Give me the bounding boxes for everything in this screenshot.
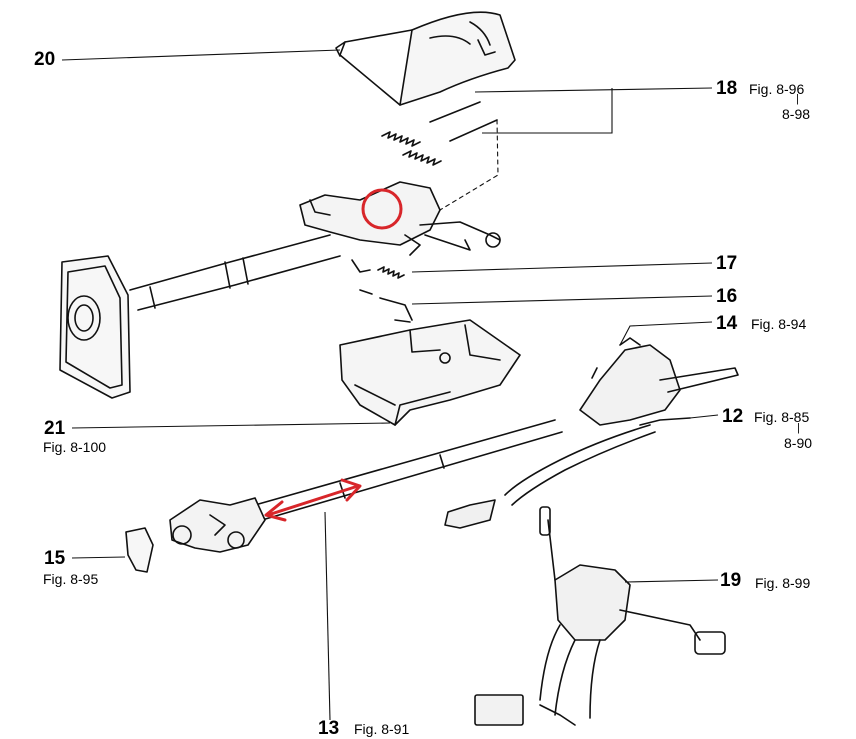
callout-19-figure: Fig. 8-99	[755, 575, 811, 591]
callout-19-number: 19	[720, 570, 742, 591]
column-bracket-part	[299, 181, 501, 273]
leader-17	[411, 262, 713, 273]
leader-20	[61, 49, 341, 61]
cover-springs-part	[381, 101, 498, 166]
small-plate-part	[125, 527, 154, 573]
universal-joint-part	[169, 497, 266, 553]
leader-18b	[482, 88, 613, 134]
callout-17-number: 17	[716, 253, 738, 274]
callout-12-number: 12	[722, 406, 744, 427]
callout-21-number: 21	[44, 418, 66, 439]
bolt-clip-part	[359, 289, 413, 323]
column-switch-housing-part	[579, 337, 739, 426]
callout-18-figure: Fig. 8-96	[749, 81, 805, 97]
callout-15-number: 15	[44, 548, 66, 569]
leader-18a	[474, 87, 713, 93]
highlight-circle	[361, 188, 403, 230]
steering-column-tube-part	[129, 234, 341, 311]
leader-19	[624, 579, 719, 583]
lower-column-cover-part	[339, 319, 521, 426]
leader-21	[71, 422, 391, 429]
callout-14-number: 14	[716, 313, 738, 334]
callout-18-number: 18	[716, 78, 738, 99]
callout-14-figure: Fig. 8-94	[751, 316, 807, 332]
callout-13-figure: Fig. 8-91	[354, 721, 410, 737]
callout-20-number: 20	[34, 49, 56, 70]
upper-column-cover-part	[335, 11, 516, 106]
callout-12-figure: Fig. 8-85	[754, 409, 810, 425]
highlight-double-arrow	[264, 478, 362, 522]
leader-12	[689, 414, 719, 419]
leader-15	[71, 556, 126, 559]
callout-18-range-bar: |	[796, 93, 799, 105]
callout-21-figure: Fig. 8-100	[43, 439, 107, 455]
wire-harness-part	[444, 424, 656, 529]
leader-14	[619, 321, 713, 346]
leader-13	[324, 511, 331, 721]
callout-12-range-bar: |	[797, 422, 800, 434]
column-flange-plate-part	[59, 255, 131, 399]
combination-switch-part	[474, 506, 726, 726]
bracket-spring-part	[377, 266, 405, 279]
callout-12-range-end: 8-90	[784, 435, 813, 451]
callout-16-number: 16	[716, 286, 738, 307]
callout-15-figure: Fig. 8-95	[43, 571, 99, 587]
callout-18-range-end: 8-98	[782, 106, 811, 122]
leader-16	[411, 295, 713, 305]
callout-13-number: 13	[318, 718, 340, 739]
